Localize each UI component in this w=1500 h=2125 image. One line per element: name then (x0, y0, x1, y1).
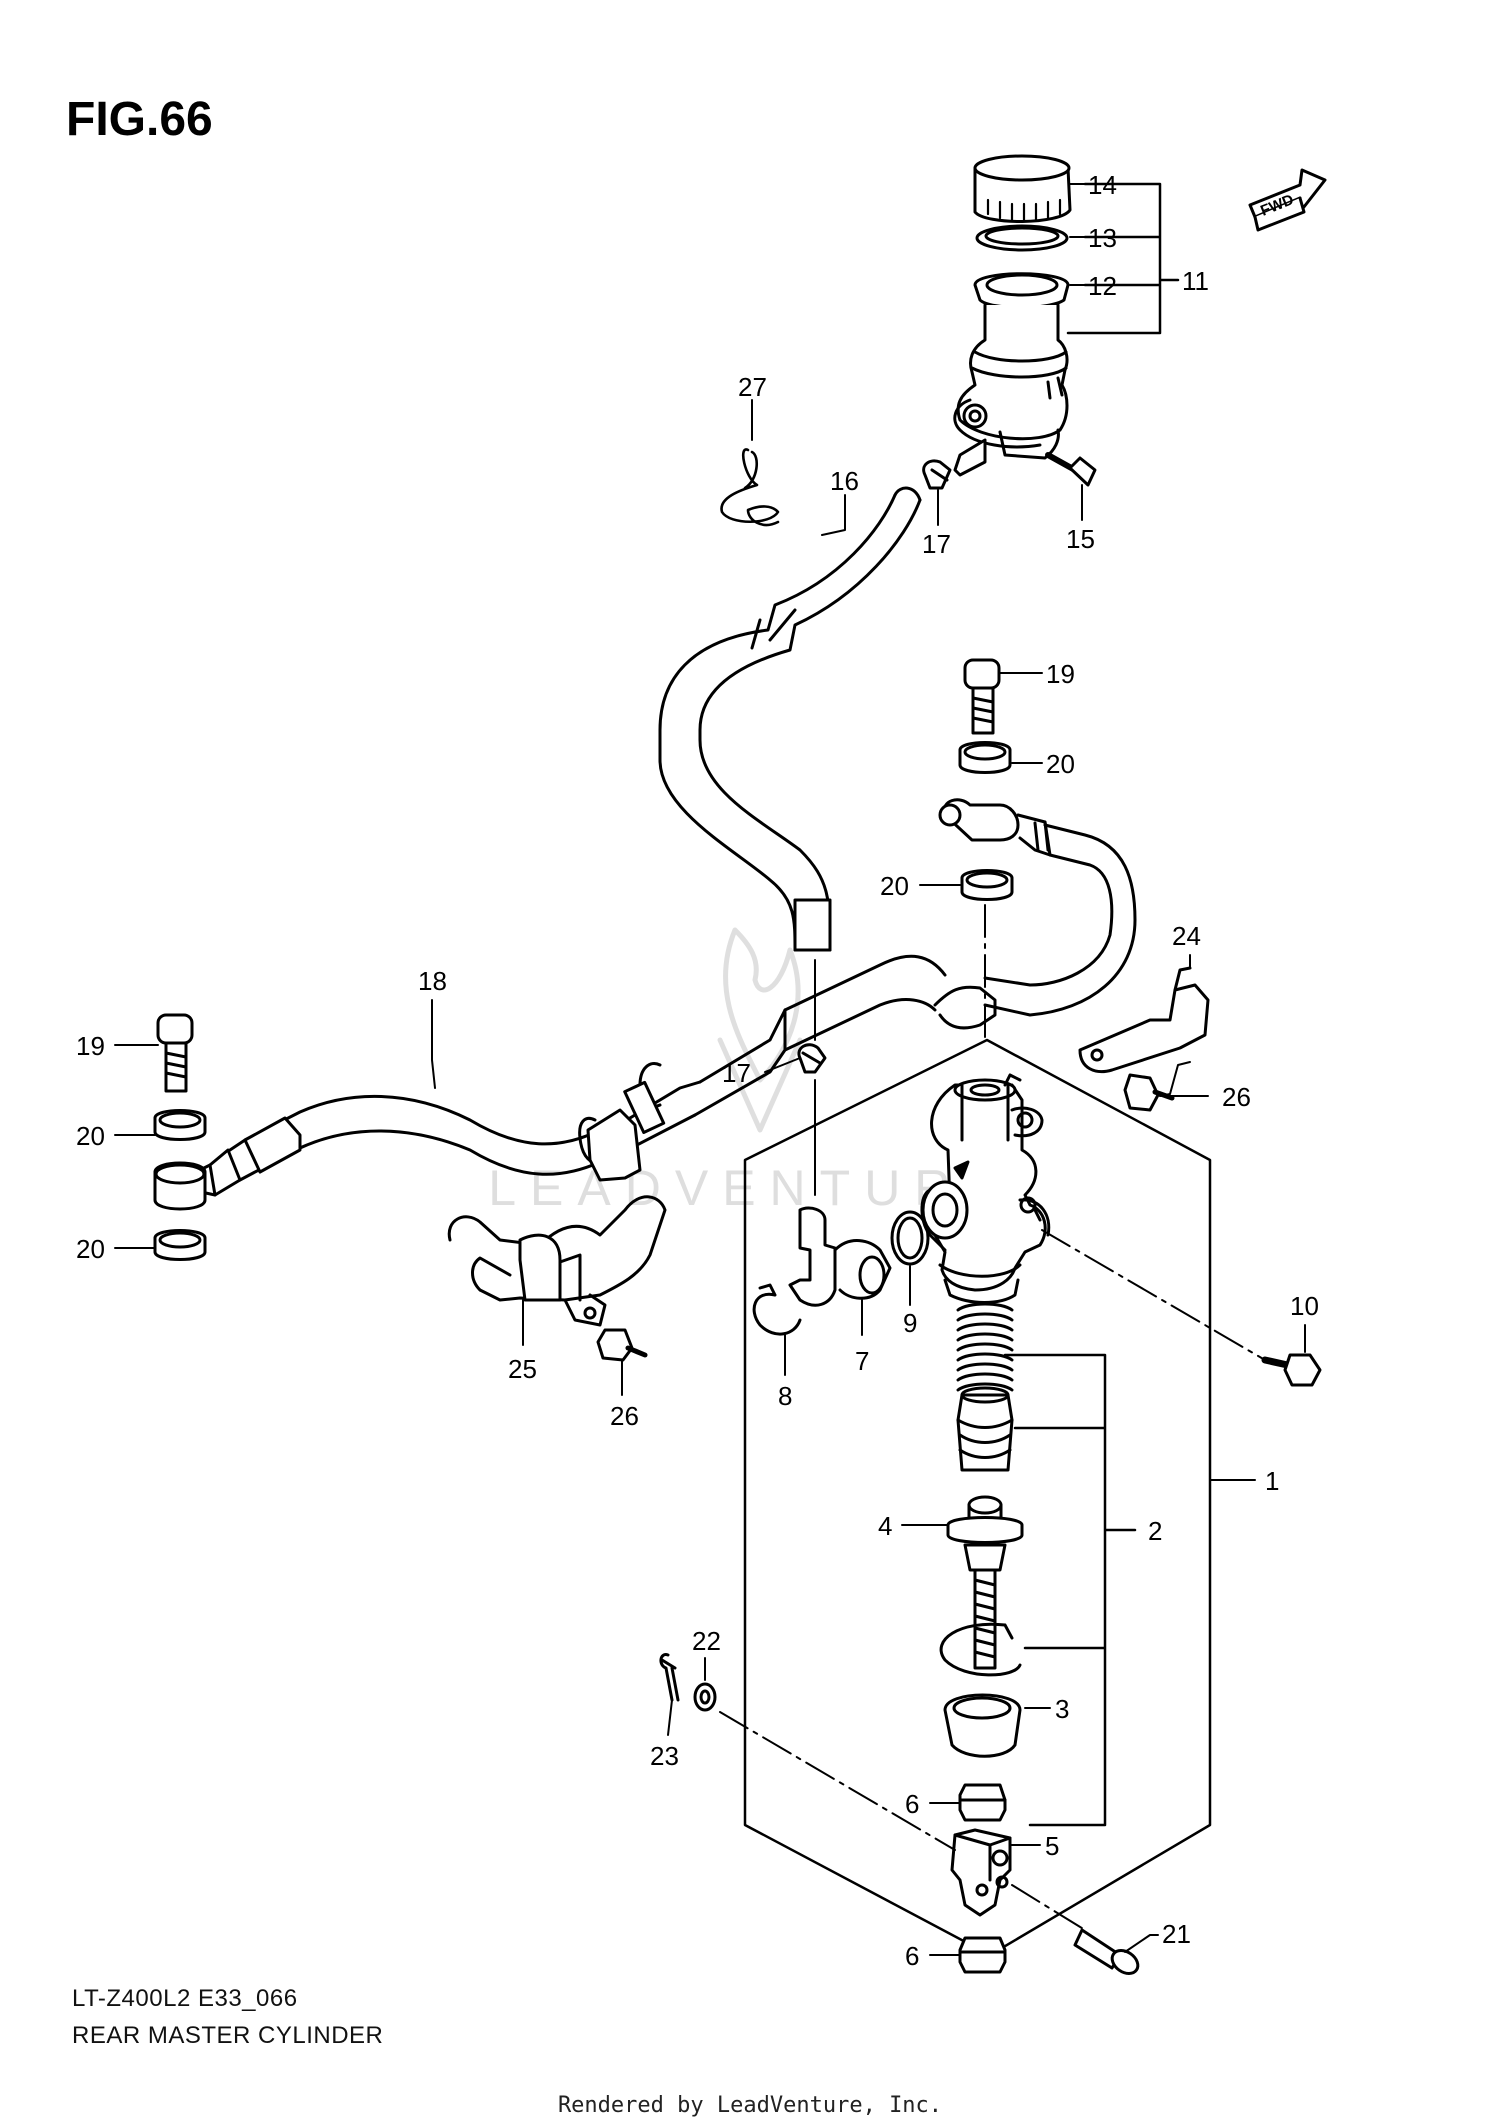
callout-15: 15 (1066, 524, 1095, 554)
leader-16 (821, 494, 846, 536)
piston-cup-set (956, 1386, 1014, 1472)
diagram-caption: REAR MASTER CYLINDER (72, 2022, 384, 2049)
bracket-group-2 (1003, 1353, 1137, 1827)
hose-joint-7 (788, 1206, 892, 1307)
callout-1: 1 (1265, 1466, 1279, 1496)
banjo-bolt-19-upper (963, 658, 1001, 735)
callout-13: 13 (1088, 223, 1117, 253)
washer-20-upper (958, 741, 1012, 774)
callout-20-left-bottom: 20 (76, 1234, 105, 1264)
snap-ring-8 (752, 1283, 802, 1336)
reservoir-hose-nipple (953, 438, 987, 477)
callout-9: 9 (903, 1308, 917, 1338)
diaphragm-12 (973, 272, 1070, 309)
callout-5: 5 (1045, 1831, 1059, 1861)
callout-numbers: 14 13 12 11 27 16 17 15 19 20 20 24 26 1… (76, 170, 1319, 1971)
hose-bracket-24 (1078, 966, 1210, 1074)
callout-leaders (114, 183, 1306, 1956)
clip-27 (720, 448, 780, 527)
leader-group-11 (1066, 182, 1180, 335)
callout-12: 12 (1088, 271, 1117, 301)
callout-6-upper: 6 (905, 1789, 919, 1819)
figure-title: FIG.66 (66, 93, 213, 146)
clevis-5 (950, 1828, 1012, 1917)
callout-10: 10 (1290, 1291, 1319, 1321)
forward-direction-badge: FWD (1248, 168, 1327, 232)
callout-19-left: 19 (76, 1031, 105, 1061)
reservoir-hose-16 (658, 486, 922, 952)
bolt-26-left (596, 1328, 648, 1362)
washer-20-mid (960, 869, 1014, 901)
washer-20-left-top (153, 1109, 207, 1141)
callout-16: 16 (830, 466, 859, 496)
watermark-text: LEADVENTURE (488, 1160, 1012, 1216)
master-cylinder-body (920, 1073, 1051, 1304)
callout-26-right: 26 (1222, 1082, 1251, 1112)
banjo-fitting-left (188, 1116, 302, 1197)
callout-25: 25 (508, 1354, 537, 1384)
callout-14: 14 (1088, 170, 1117, 200)
model-code: LT-Z400L2 E33_066 (72, 1985, 298, 2012)
callout-17-upper: 17 (922, 529, 951, 559)
callout-23: 23 (650, 1741, 679, 1771)
brake-hose-18 (228, 954, 997, 1182)
render-credit: Rendered by LeadVenture, Inc. (557, 2093, 943, 2118)
watermark-logo (717, 927, 803, 1133)
callout-17-lower: 17 (722, 1058, 751, 1088)
washer-22 (693, 1682, 717, 1712)
callout-22: 22 (692, 1626, 721, 1656)
diaphragm-plate-13 (975, 224, 1069, 252)
callout-20-mid: 20 (880, 871, 909, 901)
circlip (939, 1622, 1022, 1677)
boot-3 (943, 1693, 1022, 1758)
callout-8: 8 (778, 1381, 792, 1411)
clamp-17-lower (797, 1043, 827, 1074)
brake-hose-upper (938, 798, 1137, 1017)
callout-3: 3 (1055, 1694, 1069, 1724)
callout-18: 18 (418, 966, 447, 996)
hose-clamp-bracket-25 (447, 1195, 667, 1327)
bolt-26-right (1123, 1073, 1175, 1112)
callout-4: 4 (878, 1511, 892, 1541)
alignment-dash-lines (719, 904, 1266, 1931)
bolt-10 (1261, 1353, 1322, 1387)
callout-27: 27 (738, 372, 767, 402)
banjo-eye-left (153, 1161, 207, 1211)
bolt-15 (1045, 452, 1097, 487)
clamp-17-upper (922, 459, 952, 490)
callout-2: 2 (1148, 1516, 1162, 1546)
reservoir-body (953, 303, 1069, 460)
leader-18 (431, 999, 436, 1089)
return-spring (956, 1302, 1014, 1392)
callout-11: 11 (1182, 266, 1209, 296)
callout-7: 7 (855, 1346, 869, 1376)
clevis-pin-21 (1073, 1928, 1140, 1975)
cotter-pin-23 (659, 1653, 680, 1702)
callout-20-left-top: 20 (76, 1121, 105, 1151)
washer-20-left-bottom (153, 1229, 207, 1261)
nut-6-upper (958, 1783, 1007, 1822)
banjo-bolt-19-left (156, 1013, 194, 1093)
callout-26-left: 26 (610, 1401, 639, 1431)
push-rod-4 (946, 1495, 1024, 1670)
callout-21: 21 (1162, 1919, 1191, 1949)
hose-grommet-left (586, 1108, 642, 1182)
reservoir-cap-14 (973, 154, 1072, 223)
callout-6-lower: 6 (905, 1941, 919, 1971)
callout-20-upper: 20 (1046, 749, 1075, 779)
nut-6-lower (958, 1936, 1007, 1974)
o-ring-9 (890, 1210, 930, 1266)
callout-19-upper: 19 (1046, 659, 1075, 689)
callout-24: 24 (1172, 921, 1201, 951)
